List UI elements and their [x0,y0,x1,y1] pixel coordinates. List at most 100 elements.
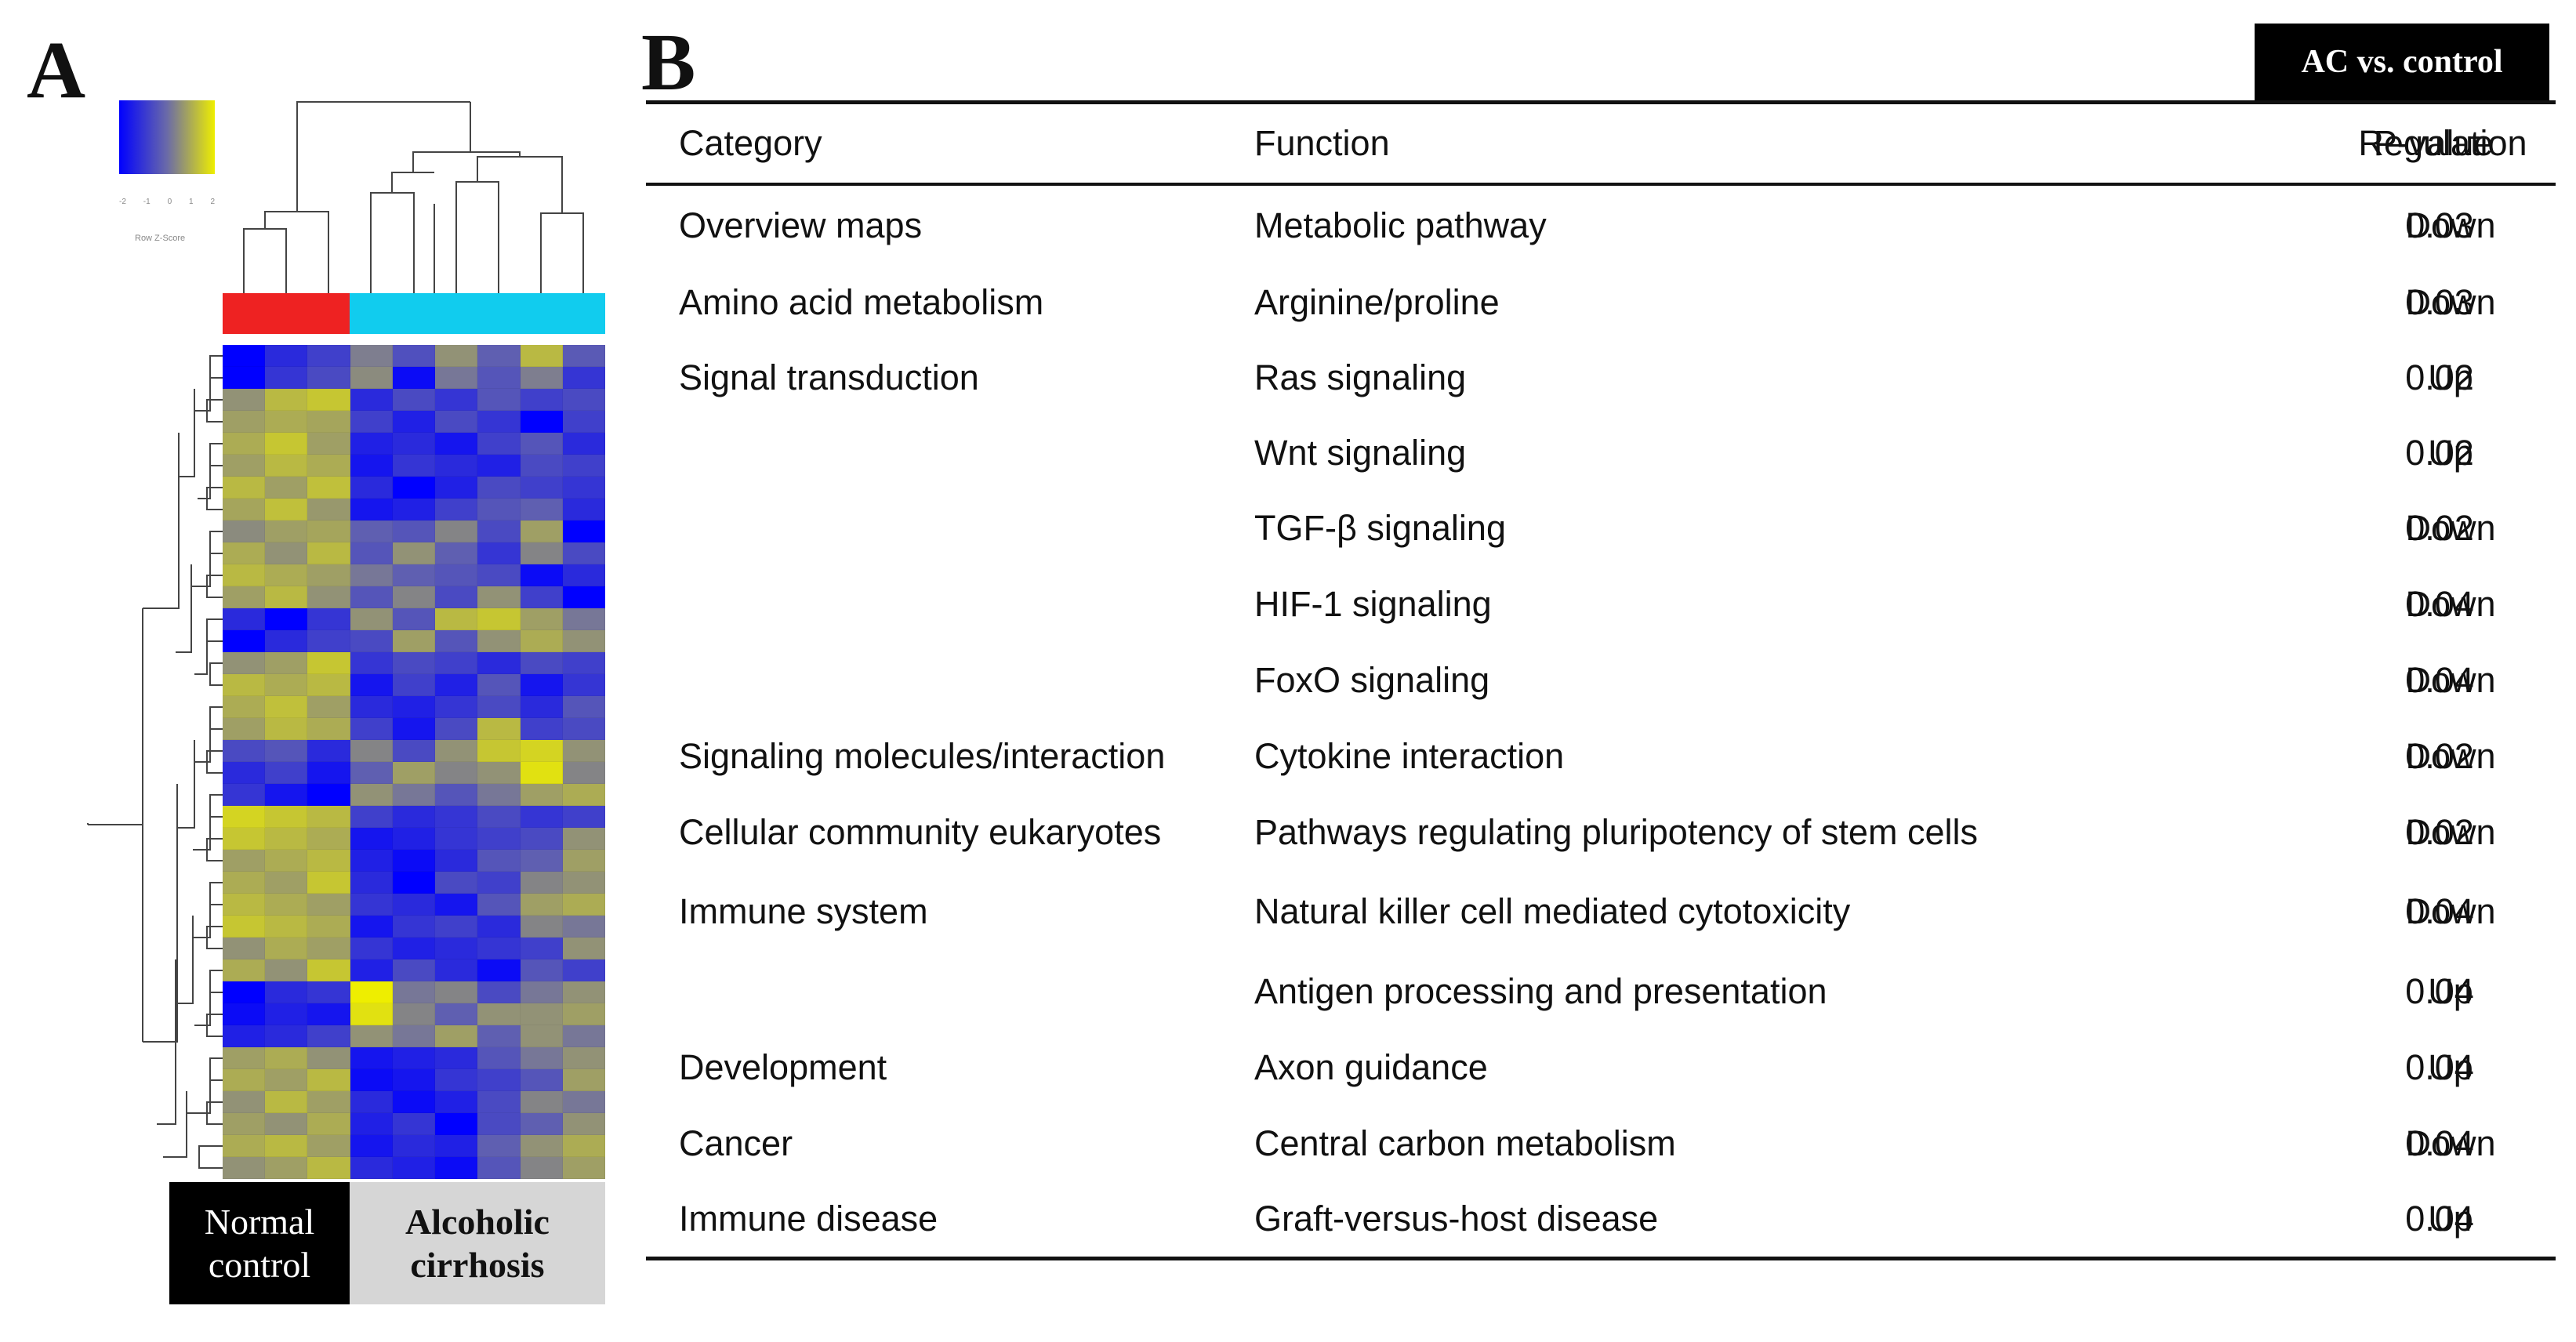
heatmap-cell [392,542,436,564]
cell-pvalue: 0.03 [2405,205,2474,245]
heatmap-cell [265,762,308,784]
heatmap-cell [265,477,308,499]
heatmap-cell [265,652,308,674]
heatmap-cell [265,564,308,586]
cell-regulation: Down [2405,583,2496,624]
heatmap-cell [307,1157,350,1179]
heatmap-cell [520,894,563,916]
cell-function: Metabolic pathway [1254,205,1547,245]
cell-pvalue: 0.04 [2405,891,2474,931]
heatmap-cell [350,411,393,433]
heatmap-cell [520,1003,563,1025]
heatmap-cell [265,1069,308,1091]
heatmap-cell [562,520,605,542]
heatmap-cell [307,542,350,564]
heatmap-cell [307,674,350,696]
heatmap-cell [307,828,350,850]
cell-category: Signaling molecules/interaction [679,735,1166,776]
heatmap-cell [307,1091,350,1113]
heatmap-cell [392,959,436,981]
heatmap-cell [562,916,605,938]
heatmap-cell [435,1025,478,1047]
heatmap-cell [477,433,521,455]
heatmap-cell [223,872,266,894]
heatmap-cell [520,520,563,542]
heatmap-cell [307,630,350,652]
header-pvalue: P-value [2373,123,2494,163]
heatmap-cell [307,1047,350,1069]
heatmap-cell [562,806,605,828]
heatmap-cell [392,1157,436,1179]
heatmap-cell [477,894,521,916]
heatmap-cell [307,389,350,411]
heatmap-cell [477,389,521,411]
heatmap-cell [307,433,350,455]
expression-heatmap [223,345,605,1179]
cell-pvalue: 0.02 [2405,811,2474,852]
heatmap-cell [265,1003,308,1025]
heatmap-cell [562,959,605,981]
heatmap-cell [307,1113,350,1135]
heatmap-cell [392,916,436,938]
heatmap-cell [562,740,605,762]
heatmap-cell [477,1091,521,1113]
heatmap-cell [223,477,266,499]
heatmap-cell [265,696,308,718]
heatmap-cell [392,850,436,872]
heatmap-cell [265,1025,308,1047]
heatmap-cell [307,1003,350,1025]
heatmap-cell [477,850,521,872]
heatmap-cell [562,1047,605,1069]
heatmap-cell [265,1047,308,1069]
heatmap-cell [520,477,563,499]
heatmap-cell [562,499,605,520]
color-key-ticks: -2 -1 0 1 2 [119,198,215,209]
heatmap-cell [435,1091,478,1113]
heatmap-cell [435,696,478,718]
heatmap-cell [265,542,308,564]
heatmap-cell [477,674,521,696]
heatmap-cell [435,630,478,652]
color-key-tick: 1 [189,198,194,206]
heatmap-cell [223,850,266,872]
heatmap-cell [435,411,478,433]
heatmap-cell [350,1069,393,1091]
heatmap-cell [520,389,563,411]
heatmap-cell [562,696,605,718]
heatmap-cell [307,762,350,784]
heatmap-cell [520,1113,563,1135]
heatmap-cell [477,959,521,981]
heatmap-cell [350,586,393,608]
heatmap-cell [265,367,308,389]
heatmap-cell [520,630,563,652]
normal-control-group-bar [223,293,350,334]
cell-category: Cellular community eukaryotes [679,811,1162,852]
heatmap-cell [435,828,478,850]
heatmap-cell [392,477,436,499]
heatmap-cell [562,894,605,916]
heatmap-cell [223,411,266,433]
heatmap-cell [435,520,478,542]
heatmap-cell [350,981,393,1003]
heatmap-cell [477,608,521,630]
heatmap-cell [265,630,308,652]
heatmap-cell [562,1025,605,1047]
table-top-rule [646,100,2556,104]
heatmap-cell [562,411,605,433]
cell-regulation: Down [2405,1123,2496,1163]
cell-regulation: Down [2405,508,2496,548]
heatmap-cell [350,850,393,872]
heatmap-cell [477,455,521,477]
color-key-label: Row Z-Score [135,234,186,243]
heatmap-cell [265,520,308,542]
heatmap-cell [350,806,393,828]
heatmap-cell [350,938,393,959]
heatmap-cell [435,981,478,1003]
heatmap-cell [520,542,563,564]
heatmap-cell [223,762,266,784]
